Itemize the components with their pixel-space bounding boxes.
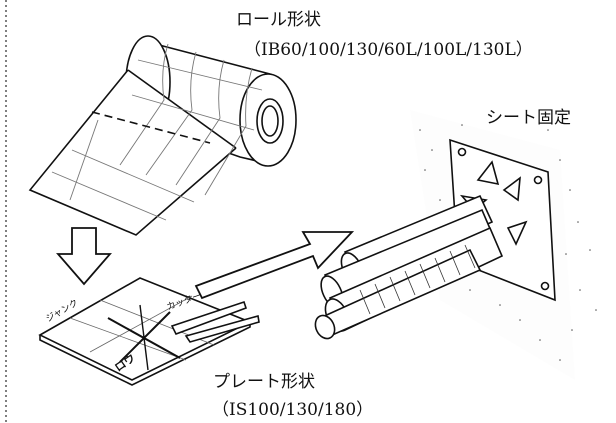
wall-dot (565, 253, 567, 255)
roll-grid (51, 43, 263, 221)
cable-rib (434, 257, 446, 283)
roll-right-face (239, 73, 297, 167)
cutter-blade (184, 314, 260, 343)
mount-screw (540, 281, 550, 291)
sheet-flap (502, 176, 521, 202)
cable-rib (449, 250, 461, 276)
roll-core-inner (261, 105, 279, 137)
cable-rib (359, 289, 371, 315)
sheet-fixing-label: シート固定 (486, 108, 571, 128)
cut-line (91, 111, 211, 144)
plate-cross-cut (139, 304, 149, 371)
wall-dot (589, 249, 591, 251)
roll-grid-line (51, 171, 167, 221)
wall-dot (577, 221, 579, 223)
wall-dot (439, 199, 441, 201)
wall-dot (559, 359, 561, 361)
wall-dot (431, 149, 433, 151)
cable-rib (404, 270, 416, 296)
wall-dot (547, 129, 549, 131)
wall-dot (539, 339, 541, 341)
roll-shape-label: ロール形状 (236, 10, 321, 30)
tape-roll (28, 35, 297, 236)
sheet-flap (476, 160, 500, 186)
wall-dot (595, 309, 597, 311)
roll-grid-line (131, 94, 255, 131)
wall-dot (461, 124, 463, 126)
diagonal-arrow (194, 231, 355, 300)
cable-end (314, 314, 336, 340)
roll-grid-line (137, 59, 263, 91)
wall-dot (499, 304, 501, 306)
wall-dot (559, 159, 561, 161)
roll-grid-line (69, 119, 99, 201)
roll-core-outer (256, 98, 284, 144)
cable-ribs (359, 244, 476, 315)
wall-dot (419, 129, 421, 131)
roll-grid-line (119, 43, 169, 166)
plate-cross-cut (119, 311, 171, 363)
plate-models-label: （IS100/130/180） (212, 400, 374, 420)
cable-rib (374, 283, 386, 309)
plate-shape-label: プレート形状 (213, 372, 315, 392)
roll-grid-line (204, 67, 253, 196)
roll-grid-line (175, 59, 225, 186)
plate-grid-line (89, 295, 193, 353)
wall-dot (571, 329, 573, 331)
wall-dot (469, 289, 471, 291)
roll-grid-line (145, 51, 197, 176)
cable-rib (419, 263, 431, 289)
wall-dot (579, 289, 581, 291)
cutter-tool (170, 300, 248, 335)
mount-screw (533, 175, 543, 185)
wall-dot (519, 319, 521, 321)
roll-models-label: （IB60/100/130/60L/100L/130L） (244, 40, 533, 60)
sheet-flap (506, 220, 528, 246)
cable-rib (389, 276, 401, 302)
plate (38, 277, 260, 386)
plate-grid-line (69, 317, 187, 361)
cable-rib (464, 244, 476, 269)
down-arrow (56, 227, 112, 286)
mount-screw (457, 147, 467, 157)
wall-dot (424, 169, 426, 171)
roll-grid-line (71, 149, 195, 203)
wall-dot (569, 189, 571, 191)
cables (314, 194, 504, 340)
